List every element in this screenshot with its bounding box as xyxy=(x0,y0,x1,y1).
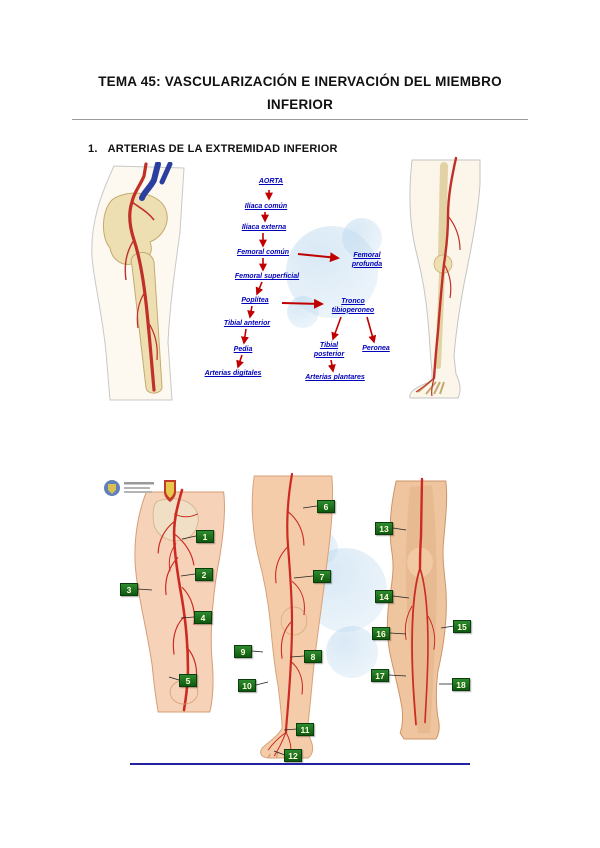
flow-node-tibial-anterior: Tibial anterior xyxy=(223,320,271,327)
flow-node-pedia: Pedia xyxy=(233,346,253,353)
section1-number: 1. xyxy=(88,143,98,155)
figure2-label-15: 15 xyxy=(453,620,471,633)
figure2-label-13: 13 xyxy=(375,522,393,535)
flow-node-aorta: AORTA xyxy=(258,178,284,185)
page-title: TEMA 45: VASCULARIZACIÓN E INERVACIÓN DE… xyxy=(98,74,502,112)
figure2-label-7: 7 xyxy=(313,570,331,583)
figure2-thigh-arteries-image xyxy=(126,488,238,714)
flow-node-iliaca-comun: Ilíaca común xyxy=(244,203,288,210)
figure2-label-6: 6 xyxy=(317,500,335,513)
flow-node-poplitea: Poplítea xyxy=(241,297,269,304)
figure2-label-18: 18 xyxy=(452,678,470,691)
figure2-label-11: 11 xyxy=(296,723,314,736)
flow-node-tronco-tibioperoneo: Tronco tibioperoneo xyxy=(331,298,375,314)
figure2-label-8: 8 xyxy=(304,650,322,663)
watermark-bubble xyxy=(287,296,319,328)
figure2-label-4: 4 xyxy=(194,611,212,624)
figure1-hip-thigh-anatomy-image xyxy=(84,162,196,402)
figure2-full-leg-arteries-image xyxy=(238,472,348,765)
figure2-label-17: 17 xyxy=(371,669,389,682)
figure2-label-16: 16 xyxy=(372,627,390,640)
figure2-label-9: 9 xyxy=(234,645,252,658)
figure2-label-5: 5 xyxy=(179,674,197,687)
figure2-label-14: 14 xyxy=(375,590,393,603)
title-divider xyxy=(72,119,528,120)
flow-node-arterias-plantares: Arterias plantares xyxy=(305,374,365,381)
section1-heading: 1. ARTERIAS DE LA EXTREMIDAD INFERIOR xyxy=(88,143,338,155)
flow-node-peronea: Peronea xyxy=(362,345,390,352)
bottom-divider xyxy=(130,763,470,765)
section1-title: ARTERIAS DE LA EXTREMIDAD INFERIOR xyxy=(107,143,338,155)
figure2-label-3: 3 xyxy=(120,583,138,596)
figure2-label-12: 12 xyxy=(284,749,302,762)
figure2-label-2: 2 xyxy=(195,568,213,581)
figure2-label-10: 10 xyxy=(238,679,256,692)
figure1-full-leg-anatomy-image xyxy=(398,156,494,404)
flow-node-iliaca-externa: Ilíaca externa xyxy=(241,224,287,231)
figure2-label-1: 1 xyxy=(196,530,214,543)
flow-node-femoral-comun: Femoral común xyxy=(236,249,290,256)
institution-logo xyxy=(102,476,186,506)
flow-node-femoral-superficial: Femoral superficial xyxy=(234,273,300,280)
figure2-posterior-leg-arteries-image xyxy=(370,477,474,743)
flow-node-tibial-posterior: Tibial posterior xyxy=(313,342,345,358)
flow-node-arterias-digitales: Arterias digitales xyxy=(204,370,262,377)
flow-node-femoral-profunda: Femoral profunda xyxy=(351,252,383,268)
